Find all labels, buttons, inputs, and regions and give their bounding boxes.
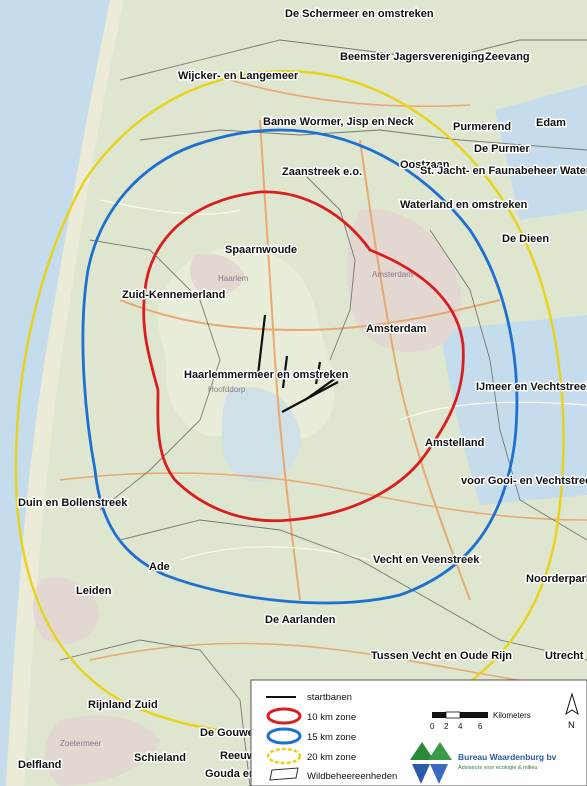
legend-symbol-wildbeheer — [269, 767, 299, 781]
region-label: Utrecht — [545, 650, 584, 662]
dunes — [6, 0, 124, 786]
region-label: Edam — [536, 117, 566, 129]
road-a12 — [89, 642, 587, 691]
road-a4 — [259, 119, 301, 601]
region-label: Banne Wormer, Jisp en Neck — [263, 116, 415, 128]
north-sea — [0, 0, 110, 786]
region-label: Amstelland — [425, 437, 484, 449]
boundary-line-3 — [89, 239, 221, 511]
bureau-waardenburg-logo — [410, 742, 452, 784]
runway-zwanenburg — [256, 314, 267, 376]
boundary-line-5 — [429, 229, 587, 541]
legend: startbanen 10 km zone 15 km zone 20 km z… — [250, 679, 587, 786]
markermeer — [495, 85, 587, 220]
region-label: Purmerend — [453, 121, 511, 133]
boundary-line-4 — [299, 169, 356, 361]
region-label: St. Jacht- en Faunabeheer Waterland — [420, 165, 587, 177]
runway-aalsmeer — [281, 355, 289, 389]
legend-label: 10 km zone — [307, 712, 356, 723]
road-a9 — [119, 299, 501, 332]
logo-triangle-green — [410, 742, 434, 760]
ijmeer — [440, 315, 587, 505]
zone-20km — [14, 70, 565, 737]
runway-buitenveldert — [314, 361, 322, 385]
region-label: Noorderpark — [526, 573, 587, 585]
logo-triangle-green — [428, 742, 452, 760]
region-label: Vecht en Veenstreek — [373, 554, 480, 566]
legend-symbol-15km — [266, 727, 302, 745]
region-label: IJmeer en Vechtstreek — [476, 381, 587, 393]
region-label: De Aarlanden — [265, 614, 336, 626]
region-label: Spaarnwoude — [225, 244, 297, 256]
logo-triangle-blue — [412, 764, 430, 784]
region-label: Leiden — [76, 585, 112, 597]
boundary-line-7 — [59, 639, 251, 786]
boundary-line-2 — [139, 129, 587, 151]
legend-symbol-10km — [266, 707, 302, 725]
north-arrow-icon — [565, 692, 579, 716]
north-label: N — [568, 720, 575, 731]
boundary-line-6 — [119, 519, 587, 661]
legend-symbol-20km — [266, 747, 302, 765]
scale-tick: 0 — [430, 722, 435, 731]
road-a7 — [229, 79, 471, 108]
region-label: Zaanstreek e.o. — [282, 166, 362, 178]
region-label: Delfland — [18, 759, 61, 771]
zoetermeer-urban — [45, 715, 160, 786]
legend-label: 15 km zone — [307, 732, 356, 743]
city-label: Hoofddorp — [208, 385, 246, 394]
westeinder-lakes — [222, 386, 301, 483]
haarlemmermeer-polder — [157, 247, 335, 439]
brand-tagline: Adviseurs voor ecologie & milieu — [458, 765, 537, 771]
region-label: Zuid-Kennemerland — [122, 289, 225, 301]
region-label: De Schermeer en omstreken — [285, 8, 434, 20]
region-label: Beemster Jagersvereniging — [340, 51, 484, 63]
region-label: Rijnland Zuid — [88, 699, 158, 711]
region-label: voor Gooi- en Vechtstreek — [461, 475, 587, 487]
region-label: Oostzaan — [400, 159, 450, 171]
scale-segment — [460, 712, 488, 718]
zone-15km — [81, 128, 519, 605]
region-label: Schieland — [134, 752, 186, 764]
region-label: Tussen Vecht en Oude Rijn — [371, 650, 512, 662]
city-label: Zoetermeer — [60, 739, 102, 748]
scale-tick: 2 — [444, 722, 449, 731]
city-label: Amsterdam — [372, 270, 413, 279]
region-label: De Purmer — [474, 143, 530, 155]
region-label: Zeevang — [485, 51, 530, 63]
scale-segment — [432, 712, 446, 718]
legend-label: Wildbeheereenheden — [307, 771, 397, 782]
legend-label: startbanen — [307, 692, 352, 703]
boundary-line-1 — [119, 39, 587, 81]
region-label: Gouda en — [205, 768, 256, 780]
scale-tick: 4 — [458, 722, 463, 731]
region-label: Ade — [149, 561, 170, 573]
road-a2 — [359, 139, 471, 601]
region-label: Haarlemmermeer en omstreken — [184, 369, 349, 381]
scale-segment — [445, 711, 461, 719]
logo-triangle-blue — [430, 764, 448, 784]
region-label: De Gouwe — [200, 727, 254, 739]
zone-10km — [142, 190, 465, 523]
runway-polderbaan — [304, 374, 341, 401]
scale-tick: 6 — [478, 722, 483, 731]
region-label: Waterland en omstreken — [400, 199, 528, 211]
region-label: De Dieen — [502, 233, 549, 245]
city-label: Haarlem — [218, 274, 249, 283]
region-label: Amsterdam — [366, 323, 427, 335]
region-label: Duin en Bollenstreek — [18, 497, 128, 509]
region-label: Wijcker- en Langemeer — [178, 70, 299, 82]
scale-unit: Kilometers — [493, 711, 531, 720]
brand-name: Bureau Waardenburg bv — [458, 752, 557, 762]
haarlem-urban — [190, 253, 245, 295]
legend-label: 20 km zone — [307, 752, 356, 763]
